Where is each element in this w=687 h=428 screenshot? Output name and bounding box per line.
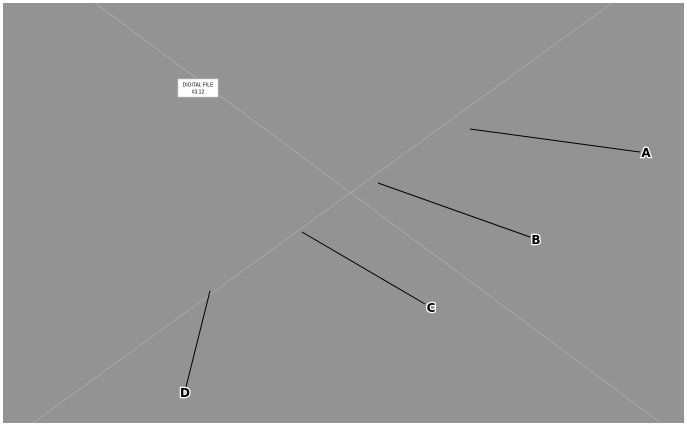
leader-line-c <box>301 231 426 305</box>
gray-background <box>3 3 684 423</box>
file-tag-title: DIGITAL FILE <box>183 83 215 89</box>
leader-line-a <box>469 128 641 153</box>
diagonal-line-falling <box>94 2 662 424</box>
callout-label-b: B <box>531 233 540 247</box>
callout-label-c: C <box>427 301 436 315</box>
leader-line-d <box>185 290 211 388</box>
leader-line-b <box>377 182 531 238</box>
file-tag-box <box>177 78 219 98</box>
callout-label-a: A <box>641 146 651 160</box>
digital-file-tag: DIGITAL FILE #3.12 <box>177 78 219 98</box>
file-tag-number: #3.12 <box>192 90 205 96</box>
diagonal-line-rising <box>32 2 613 424</box>
callout-label-d: D <box>180 386 190 400</box>
